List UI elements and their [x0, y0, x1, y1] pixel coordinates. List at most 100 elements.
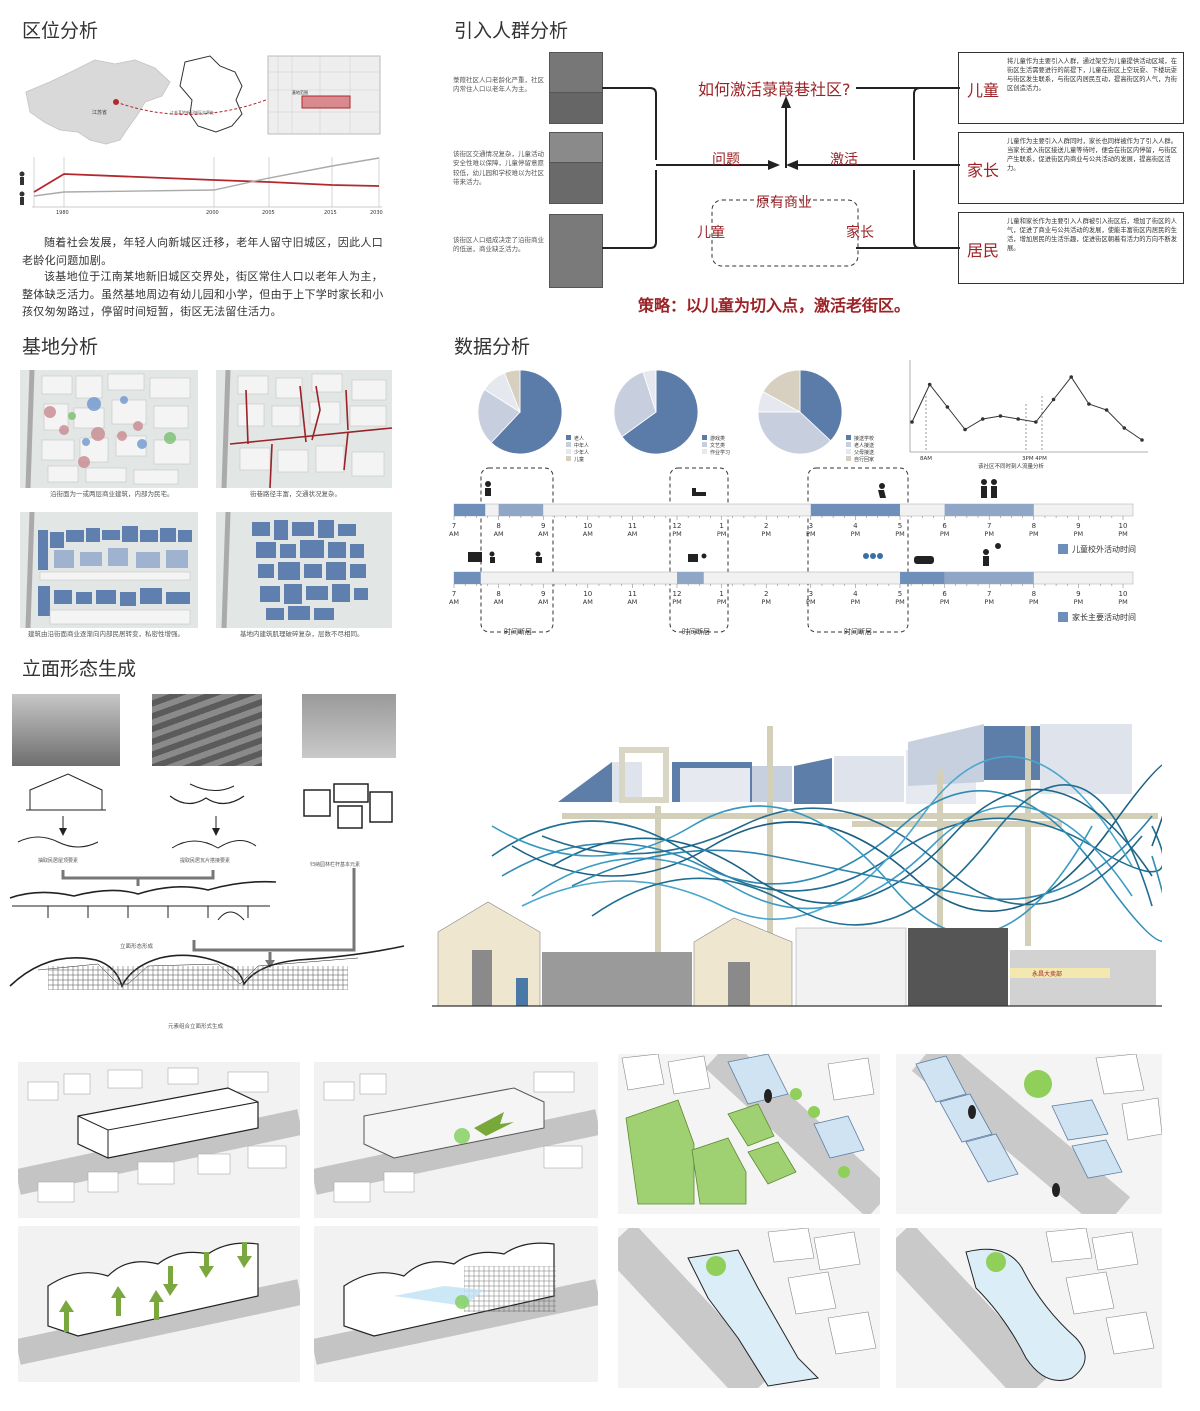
site-map-texture: [216, 512, 392, 628]
time-label-1-15-hour: 9: [1076, 522, 1080, 530]
pie-2-legend-swatch-2: [702, 442, 707, 447]
section-title-data: 数据分析: [454, 336, 531, 358]
time-label-1-6-hour: 12: [673, 522, 682, 530]
time-bar-1-fill-4: [944, 504, 1034, 516]
young-population-line: [33, 173, 380, 193]
time-label-2-9-hour: 3: [809, 590, 813, 598]
pie-3-legend-label-2: 老人接送: [854, 442, 874, 449]
pie-3-legend-label-1: 接送学校: [854, 435, 874, 442]
time-label-2-8-hour: 2: [764, 590, 768, 598]
pie-1-slice-4: [504, 369, 521, 413]
time-bar-1-fill-2: [498, 504, 544, 516]
time-label-2-13-period: PM: [984, 598, 994, 606]
street-view-pool-2: [896, 1228, 1162, 1388]
tree-icon-2: [455, 1295, 469, 1309]
site-caption-4: 基地内建筑肌理破碎复杂，层数不尽相同。: [240, 630, 364, 638]
flow-series: [910, 375, 1144, 442]
time-label-1-11-period: PM: [895, 530, 905, 538]
street-view-pool-1: [618, 1228, 880, 1388]
crowd-dashed-box: [711, 199, 859, 267]
tree-icon-1: [454, 1128, 470, 1144]
time-section-frame-2: [669, 467, 729, 633]
time-label-2-15-hour: 9: [1076, 590, 1080, 598]
crowd-note-2: 该街区交通情况复杂，儿童活动安全性难以保障，儿童停留意愿较低，幼儿园和学校难以为…: [453, 150, 544, 187]
flow-tick-3pm: 3PM 4PM: [1022, 456, 1047, 462]
flow-point-13: [1122, 426, 1127, 430]
crowd-note-3: 该街区人口组成决定了沿街商业的低迷，商业缺乏活力。: [453, 236, 544, 254]
time-bar-2-fill-3: [900, 572, 945, 584]
trees: [790, 1088, 850, 1178]
flow-point-7: [1016, 417, 1020, 421]
pie-1-legend-label-3: 少年人: [574, 449, 589, 456]
pie-2-legend-swatch-3: [702, 449, 707, 454]
crowd-commerce-label: 原有商业: [756, 195, 812, 211]
pie-2-slice-3: [642, 369, 657, 413]
green-arrow-1: [474, 1112, 514, 1136]
location-paragraph-1: 随着社会发展，年轻人向新城区迁移，老年人留守旧城区，因此人口老龄化问题加剧。: [22, 236, 383, 267]
time-label-2-12-hour: 6: [942, 590, 947, 598]
time-label-1-16-period: PM: [1118, 530, 1128, 538]
time-bar-2-fill-2: [677, 572, 704, 584]
tree-icon-3: [1024, 1070, 1052, 1098]
time-label-1-9-hour: 3: [809, 522, 813, 530]
facade-caption-2: 提取民居瓦片搭接要素: [180, 857, 230, 864]
group-box-parent: 家长 儿童作为主要引入人群同时，家长也同样被作为了引入人群。当家长进入街区接送儿…: [958, 132, 1184, 204]
axo-roof-1: [18, 1226, 300, 1382]
time-label-1-4-period: AM: [583, 530, 593, 538]
flow-point-14: [1140, 438, 1144, 442]
time-label-2-12-period: PM: [940, 598, 950, 606]
pie-1-legend-swatch-1: [566, 435, 571, 440]
time-label-2-16-hour: 10: [1119, 590, 1128, 598]
photo-traffic-2: [549, 162, 603, 204]
flow-point-2: [927, 382, 932, 387]
time-label-1-10-hour: 4: [853, 522, 858, 530]
pie-1-legend-label-2: 中年人: [574, 442, 589, 449]
family-icon: [981, 479, 997, 498]
group-name-resident: 居民: [967, 241, 1000, 260]
time-labels-row-2: 7AM8AM9AM10AM11AM12PM1PM2PM3PM4PM5PM6PM7…: [449, 590, 1128, 606]
population-chart: 1980 2000 2005 2015 2030: [19, 157, 383, 216]
time-bar-2-fill-1: [454, 572, 481, 584]
building-row: [432, 901, 1162, 1007]
group-box-resident: 居民 儿童和家长作为主要引入人群被引入街区后，增加了街区的人气，促进了商业与公共…: [958, 212, 1184, 284]
time-label-2-7-period: PM: [717, 598, 727, 606]
pie-2-slice-2: [613, 371, 657, 438]
time-label-2-2-hour: 8: [496, 590, 500, 598]
tree-icon-4: [706, 1256, 726, 1276]
tree-icon-5: [986, 1252, 1006, 1272]
year-2000: 2000: [206, 210, 219, 216]
location-maps: 江苏省 江苏某地新旧城区交界处 基地范围: [25, 55, 381, 145]
time-label-1-13-hour: 7: [987, 522, 991, 530]
time-label-1-5-hour: 11: [628, 522, 637, 530]
street-view-blue: [896, 1054, 1162, 1214]
crowd-strategy: 策略：以儿童为切入点，激活老街区。: [638, 296, 911, 315]
facade-caption-3: 归纳园林栏杆基本元素: [310, 861, 360, 868]
time-label-1-4-hour: 10: [583, 522, 592, 530]
section-title-location: 区位分析: [22, 20, 99, 42]
time-label-2-8-period: PM: [761, 598, 771, 606]
pie-1-legend-swatch-3: [566, 449, 571, 454]
site-map-frame: [267, 55, 381, 135]
site-map-paths: [216, 370, 392, 488]
pie-1-legend-swatch-4: [566, 456, 571, 461]
map-route-label: 江苏某地新旧城区交界处: [170, 109, 214, 115]
pie-1-legend-label-1: 老人: [574, 435, 584, 442]
section-title-crowd: 引入人群分析: [454, 20, 569, 42]
year-2005: 2005: [262, 210, 275, 216]
site-caption-3: 建筑由沿街面商业逐渐向内部民居转变，私密性增强。: [28, 630, 184, 638]
time-bar-1-fill-3: [810, 504, 900, 516]
time-label-2-2-period: AM: [494, 598, 504, 606]
time-label-2-1-hour: 7: [452, 590, 456, 598]
time-label-2-4-period: AM: [583, 598, 593, 606]
time-label-1-11-hour: 5: [898, 522, 902, 530]
group-icon: [863, 553, 883, 559]
legend-child-swatch: [1058, 544, 1068, 554]
group-text-parent: 儿童作为主要引入人群同时，家长也同样被作为了引入人群。当家长进入街区接送儿童等待…: [1007, 138, 1178, 173]
time-labels-row-1: 7AM8AM9AM10AM11AM12PM1PM2PM3PM4PM5PM6PM7…: [449, 522, 1128, 538]
flow-chart: 8AM 3PM 4PM 该社区不同时刻人流量分析: [909, 360, 1148, 470]
pie-1-legend-label-4: 儿童: [574, 456, 584, 463]
time-label-1-2-hour: 8: [496, 522, 500, 530]
time-label-2-3-hour: 9: [541, 590, 545, 598]
flow-point-10: [1069, 375, 1074, 379]
timeline-diagram: 儿童校外活动时间 家长主要活动时间 时间断层 时间断层 时间断层 7AM8AM9…: [449, 467, 1136, 636]
